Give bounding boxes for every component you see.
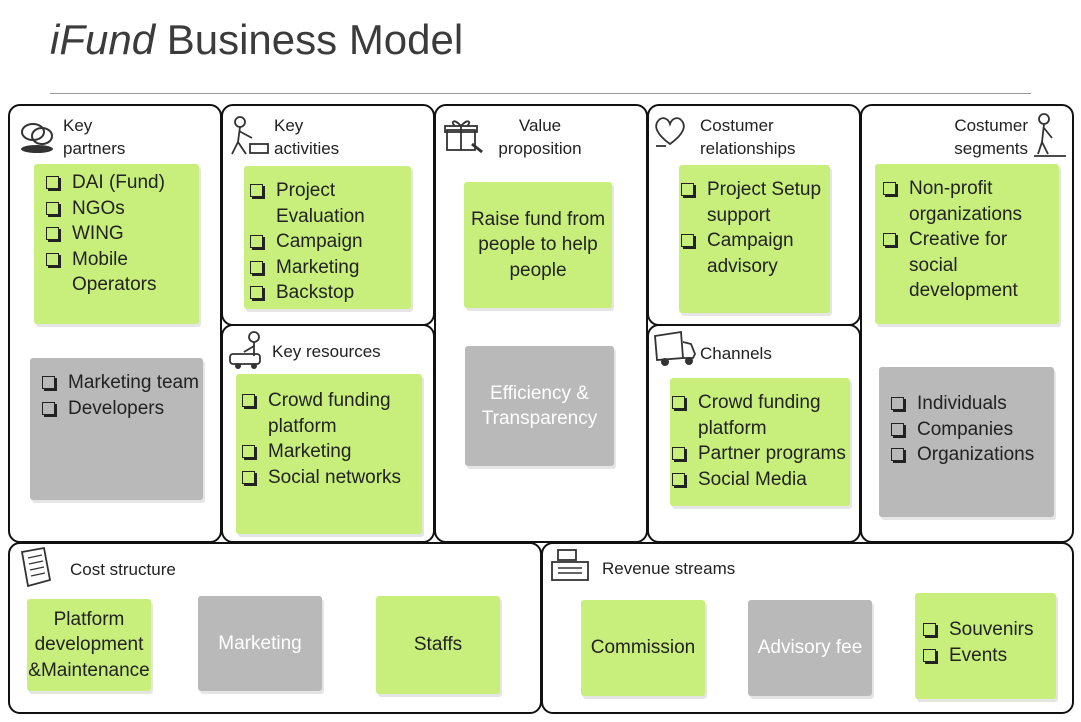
revenue-note-commission: Commission [581, 600, 705, 696]
revenue-note-advisory: Advisory fee [748, 600, 872, 696]
revenue-note-commission-text: Commission [590, 637, 696, 659]
receipt-icon [20, 546, 52, 588]
list-item: Backstop [248, 280, 407, 306]
heart-icon [655, 117, 685, 147]
list-item: Individuals [889, 391, 1054, 417]
title-brand: iFund [50, 16, 156, 63]
title-rest: Business Model [155, 16, 464, 63]
customer-relationships-green-note: Project Setup support Campaign advisory [679, 165, 830, 313]
list-item: Partner programs [670, 441, 850, 467]
key-resources-header: Key resources [272, 342, 381, 361]
page-title: iFund Business Model [50, 16, 463, 64]
cost-note-platform-text: Platform development &Maintenance [28, 608, 150, 681]
value-proposition-box [434, 104, 648, 543]
list-item: Marketing team [40, 370, 199, 396]
customer-relationships-label: Costumer relationships [700, 116, 796, 158]
list-item: Campaign [248, 229, 407, 255]
key-partners-label: Key partners [63, 116, 126, 158]
cost-note-staffs-text: Staffs [413, 634, 463, 656]
worker-icon [229, 331, 261, 369]
customer-segments-gray-note: Individuals Companies Organizations [879, 367, 1054, 517]
key-resources-green-note: Crowd funding platform Marketing Social … [236, 374, 422, 534]
key-partners-header: Key partners [63, 114, 125, 160]
list-item: WING [44, 221, 195, 247]
value-proposition-gray-text: Efficiency & Transparency [481, 382, 598, 430]
revenue-streams-header: Revenue streams [602, 559, 736, 578]
list-item: Project Evaluation [248, 178, 407, 229]
list-item: Souvenirs [921, 617, 1056, 643]
value-proposition-text: Raise fund from people to help people [470, 208, 606, 281]
customer-relationships-header: Costumer relationships [700, 114, 795, 160]
list-item: Crowd funding platform [670, 390, 850, 441]
list-item: Companies [889, 417, 1054, 443]
list-item: Events [921, 643, 1056, 669]
channels-header: Channels [700, 344, 772, 363]
list-item: Social Media [670, 467, 850, 493]
list-item: Project Setup support [679, 177, 828, 228]
title-divider [50, 93, 1031, 94]
list-item: NGOs [44, 196, 195, 222]
list-item: Organizations [889, 442, 1054, 468]
gift-icon [444, 120, 483, 154]
list-item: Non-profit organizations [881, 176, 1057, 227]
person-icon [1034, 113, 1066, 157]
key-partners-green-note: DAI (Fund) NGOs WING Mobile Operators [34, 164, 199, 324]
cost-note-staffs: Staffs [376, 596, 500, 694]
worker-icon [231, 116, 269, 155]
cost-note-platform: Platform development &Maintenance [27, 599, 151, 691]
list-item: Creative for social development [881, 227, 1057, 304]
revenue-note-advisory-text: Advisory fee [757, 637, 863, 659]
value-proposition-gray-note: Efficiency & Transparency [465, 346, 614, 466]
cost-note-marketing: Marketing [198, 596, 322, 691]
value-proposition-green-note: Raise fund from people to help people [464, 182, 612, 308]
customer-segments-green-note: Non-profit organizations Creative for so… [875, 164, 1059, 324]
list-item: Campaign advisory [679, 228, 828, 279]
key-partners-gray-note: Marketing team Developers [30, 358, 203, 500]
value-proposition-label: Value proposition [498, 116, 582, 158]
customer-segments-label: Costumer segments [954, 116, 1028, 158]
list-item: Developers [40, 396, 199, 422]
channels-green-note: Crowd funding platform Partner programs … [670, 378, 850, 506]
cash-register-icon [551, 549, 589, 581]
cost-structure-header: Cost structure [70, 560, 176, 579]
cost-note-marketing-text: Marketing [218, 632, 302, 654]
value-proposition-header: Value proposition [490, 114, 590, 160]
list-item: Marketing [248, 255, 407, 281]
truck-icon [654, 330, 696, 366]
key-activities-header: Key activities [274, 114, 339, 160]
revenue-note-souvenirs: Souvenirs Events [915, 593, 1056, 699]
key-activities-label: Key activities [274, 116, 340, 158]
key-activities-green-note: Project Evaluation Campaign Marketing Ba… [244, 166, 411, 309]
list-item: Crowd funding platform [240, 388, 420, 439]
list-item: Mobile Operators [44, 247, 195, 298]
list-item: Social networks [240, 465, 420, 491]
network-icon [21, 123, 53, 153]
list-item: DAI (Fund) [44, 170, 195, 196]
list-item: Marketing [240, 439, 420, 465]
customer-segments-header: Costumer segments [930, 114, 1028, 160]
